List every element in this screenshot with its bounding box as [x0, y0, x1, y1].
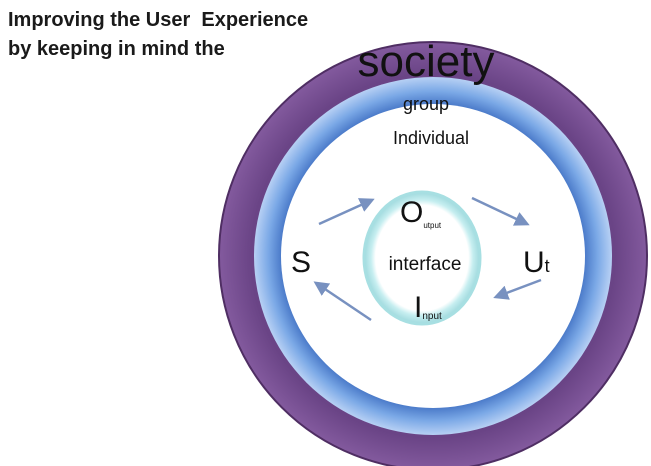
- output-letter: O: [400, 196, 423, 229]
- user-letter: U: [523, 246, 545, 279]
- slide-title-line-1: Improving the User Experience: [8, 9, 309, 31]
- slide-title: Improving the User Experience by keeping…: [8, 6, 308, 64]
- society-label: society: [358, 37, 495, 86]
- arrow-input-to-system: [313, 281, 372, 322]
- arrow-output-to-user: [471, 196, 530, 226]
- input-label: Input: [414, 291, 442, 324]
- interface-label: interface: [389, 254, 462, 275]
- input-subscript: nput: [422, 311, 442, 322]
- user-subscript: t: [545, 256, 550, 276]
- output-label: Output: [400, 196, 442, 230]
- input-letter: I: [414, 291, 422, 324]
- slide-title-line-2: by keeping in mind the: [8, 38, 225, 60]
- arrow-user-to-input: [493, 278, 542, 300]
- user-label: Ut: [523, 246, 550, 279]
- system-label: S: [291, 246, 311, 279]
- group-label: group: [403, 94, 449, 114]
- arrow-system-to-output: [318, 198, 375, 226]
- output-subscript: utput: [423, 221, 442, 230]
- individual-label: Individual: [393, 128, 469, 148]
- interface-ring: [362, 190, 482, 326]
